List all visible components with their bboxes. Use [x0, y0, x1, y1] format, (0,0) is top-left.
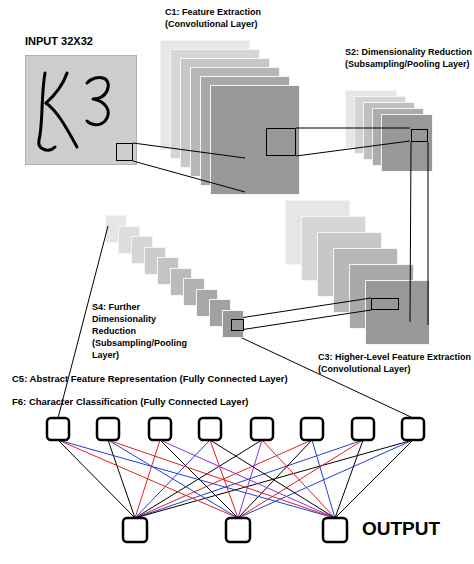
weight-line: [135, 440, 413, 518]
weight-line: [135, 440, 210, 518]
weight-line: [108, 440, 335, 518]
weight-line: [108, 440, 238, 518]
weight-line: [312, 440, 335, 518]
leader-line: [58, 226, 108, 418]
neuron-unit: [352, 418, 374, 440]
layer-stack: C1: Feature Extraction (Convolutional La…: [160, 40, 300, 195]
feature-map: [210, 85, 300, 195]
receptive-field: [371, 298, 399, 310]
layer-heading: INPUT 32X32: [25, 35, 93, 47]
projection-lines: [133, 143, 245, 192]
weight-line: [58, 440, 238, 518]
neuron-unit: [402, 418, 424, 440]
layer-heading: S2: Dimensionality Reduction (Subsamplin…: [345, 46, 473, 70]
neuron-row: [47, 418, 424, 440]
layer-stack: S2: Dimensionality Reduction (Subsamplin…: [345, 90, 433, 172]
weight-line: [238, 440, 312, 518]
weight-line: [335, 440, 413, 518]
handwritten-k3: [39, 73, 109, 150]
weight-line: [135, 440, 312, 518]
weight-line: [238, 440, 413, 518]
projection-lines: [296, 128, 410, 156]
neuron-unit: [251, 418, 273, 440]
projection-lines: [410, 142, 428, 325]
receptive-field: [266, 128, 296, 156]
weight-line: [135, 440, 363, 518]
weight-line: [135, 440, 262, 518]
layer-label: F6: Character Classification (Fully Conn…: [12, 396, 249, 408]
projection-lines: [243, 298, 371, 330]
weight-line: [262, 440, 335, 518]
output-unit: [226, 518, 250, 542]
neuron-unit: [97, 418, 119, 440]
receptive-field: [411, 129, 428, 142]
dense-connections: [58, 440, 413, 518]
receptive-field: [116, 143, 133, 161]
neuron-unit: [149, 418, 171, 440]
weight-line: [210, 440, 335, 518]
input-image: INPUT 32X32: [25, 55, 137, 165]
pen-stroke: [46, 73, 67, 103]
feature-map: [222, 310, 244, 338]
input-canvas: [25, 55, 137, 165]
feature-map: [381, 114, 433, 172]
layer-stack: C3: Higher-Level Feature Extraction (Con…: [285, 200, 430, 345]
receptive-field: [231, 319, 244, 331]
layer-stack: S4: Further Dimensionality Reduction (Su…: [105, 215, 244, 338]
neuron-unit: [199, 418, 221, 440]
weight-line: [238, 440, 363, 518]
weight-line: [210, 440, 238, 518]
weight-line: [135, 440, 160, 518]
output-label: OUTPUT: [362, 518, 440, 540]
weight-line: [58, 440, 335, 518]
layer-label: C5: Abstract Feature Representation (Ful…: [12, 373, 288, 385]
pen-stroke: [46, 103, 77, 147]
weight-line: [108, 440, 135, 518]
output-unit: [123, 518, 147, 542]
weight-line: [335, 440, 363, 518]
layer-heading: C1: Feature Extraction (Convolutional La…: [165, 6, 277, 30]
weight-line: [58, 440, 135, 518]
weight-line: [160, 440, 238, 518]
leader-lines: [58, 226, 413, 418]
pen-stroke: [87, 77, 108, 124]
pen-stroke: [39, 73, 55, 150]
weight-line: [160, 440, 335, 518]
layer-heading: S4: Further Dimensionality Reduction (Su…: [92, 301, 198, 361]
output-row: [123, 518, 347, 542]
weight-line: [238, 440, 262, 518]
neuron-unit: [47, 418, 69, 440]
neuron-unit: [301, 418, 323, 440]
layer-heading: C3: Higher-Level Feature Extraction (Con…: [318, 351, 473, 375]
feature-map: [365, 280, 430, 345]
output-unit: [323, 518, 347, 542]
